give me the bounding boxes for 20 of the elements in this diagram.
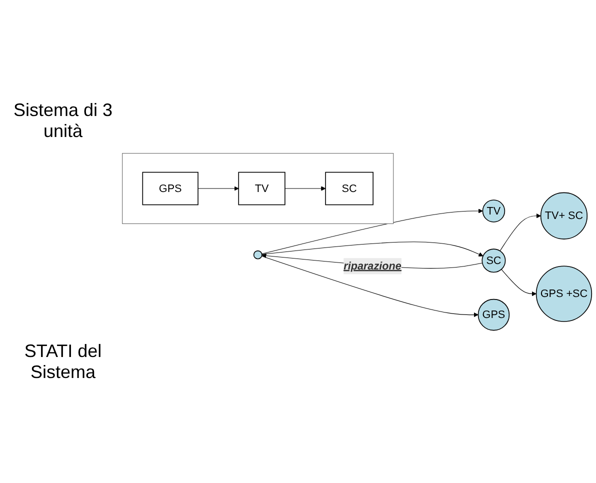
node-circle: TV [482, 199, 506, 222]
arrow [198, 186, 239, 191]
node-circle: GPS [478, 298, 510, 330]
arrow [500, 213, 542, 251]
node-box: GPS [142, 172, 198, 205]
node-box: TV [238, 172, 286, 205]
arrow [262, 208, 483, 254]
edge-label: riparazione [344, 260, 402, 272]
arrow [261, 256, 478, 317]
side-label: STATI del Sistema [23, 341, 103, 384]
side-label: Sistema di 3 unità [12, 100, 114, 142]
node-circle [253, 250, 262, 259]
cluster [122, 152, 394, 224]
node-circle: TV+ SC [540, 192, 588, 240]
node-circle: SC [482, 248, 506, 272]
arrow [284, 186, 326, 191]
arrow [262, 241, 484, 256]
node-circle: GPS +SC [536, 265, 592, 322]
arrow [501, 268, 536, 296]
node-box: SC [325, 172, 374, 205]
